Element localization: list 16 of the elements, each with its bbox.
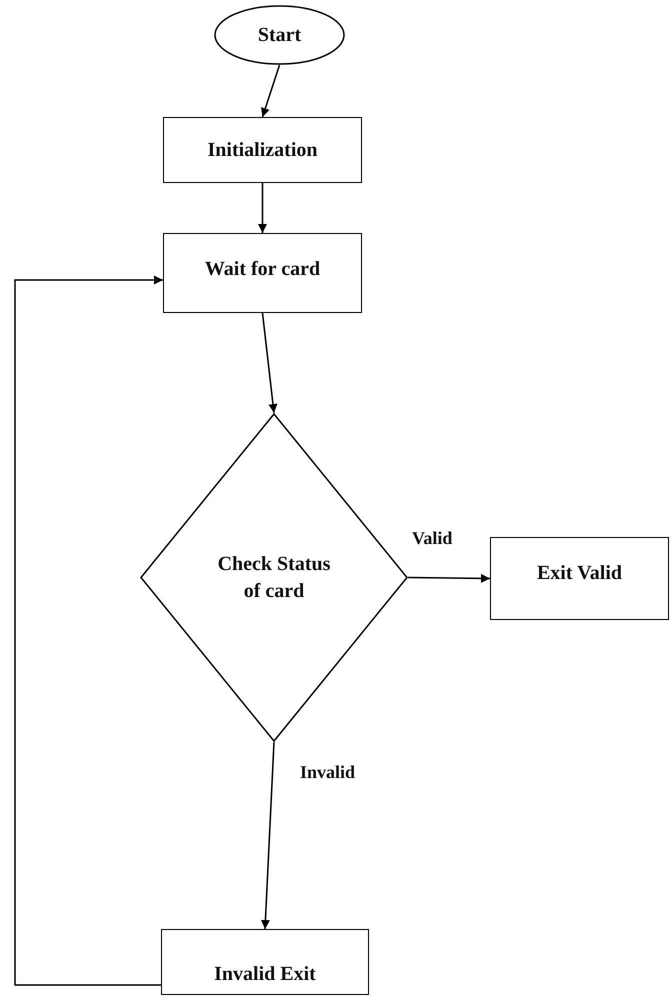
arrow [408, 574, 490, 583]
node-label: Wait for card [204, 257, 320, 282]
process-box [161, 929, 369, 995]
node-label: Initialization [207, 138, 318, 162]
node-label: Check Status of card [216, 552, 332, 604]
process-box [163, 117, 362, 183]
arrow [260, 742, 275, 930]
arrow [14, 276, 163, 986]
process-box [163, 233, 362, 313]
arrow [262, 312, 278, 414]
node-label: Start [258, 22, 302, 48]
arrow [261, 64, 280, 118]
node-label: Invalid Exit [214, 962, 316, 987]
arrow [258, 183, 267, 233]
process-box [490, 537, 669, 620]
node-label: Exit Valid [536, 561, 622, 586]
